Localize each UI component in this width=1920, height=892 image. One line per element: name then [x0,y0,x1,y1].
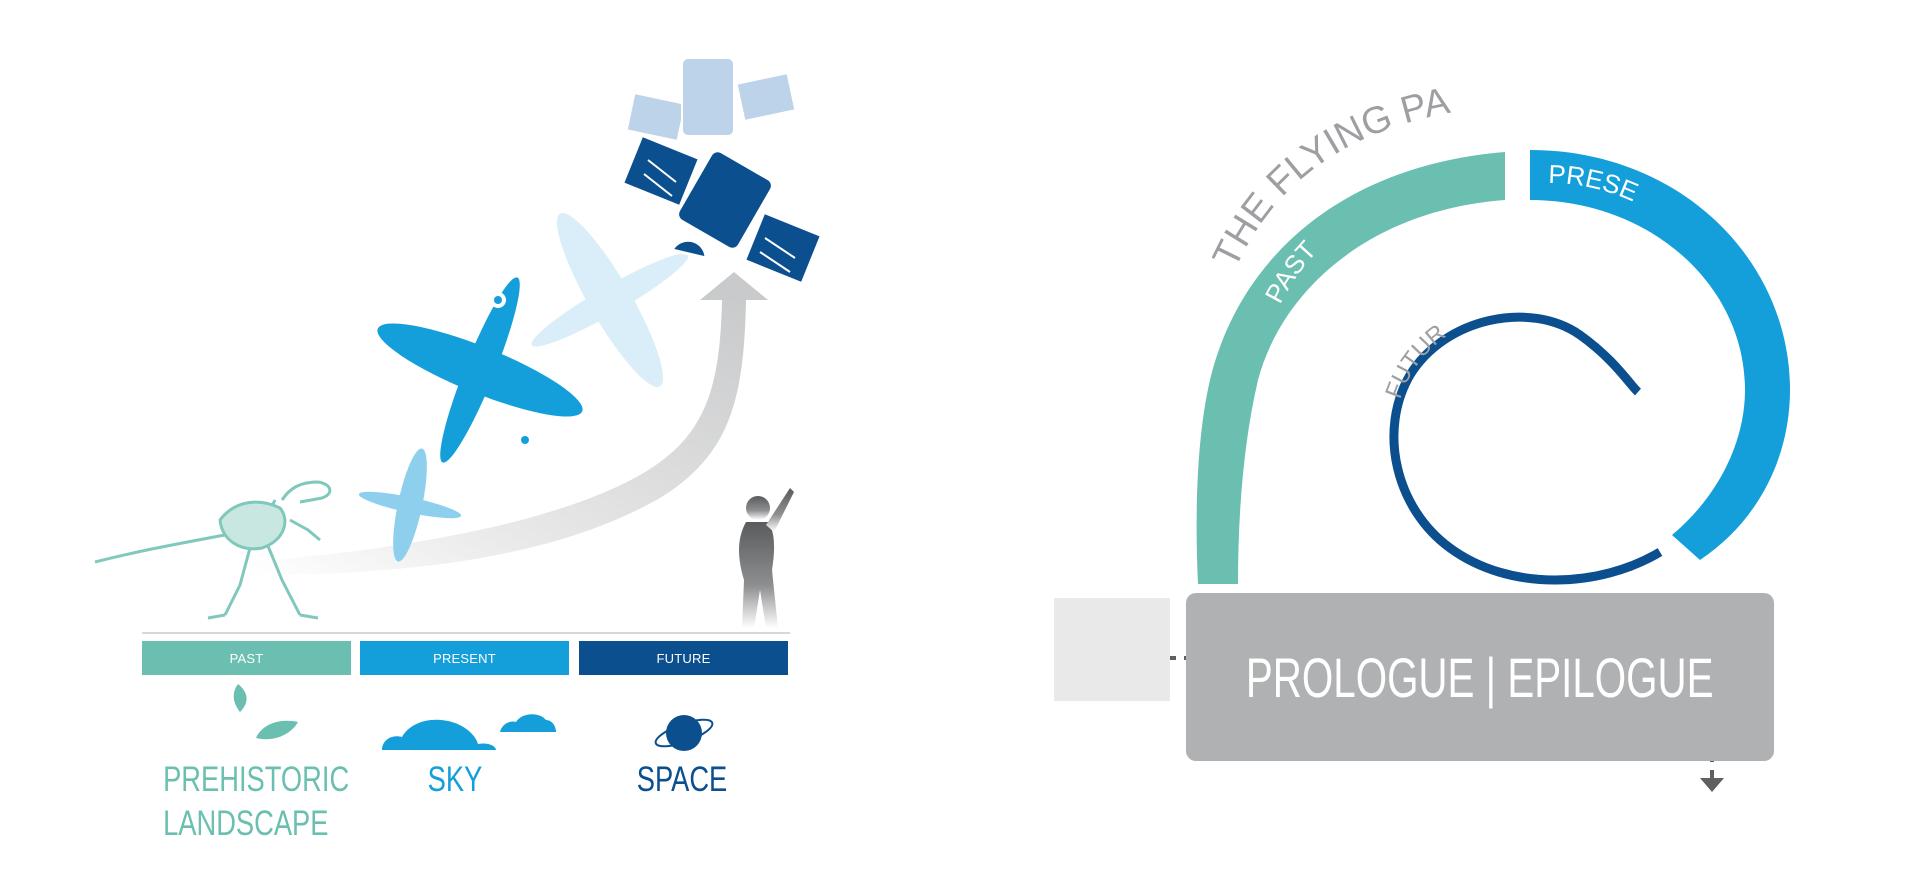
theme-prehistoric-landscape: PREHISTORIC LANDSCAPE [163,758,350,846]
leaves-icon [233,684,298,740]
person-silhouette-icon [739,488,794,628]
planet-icon [654,715,714,751]
growth-arrow [250,300,746,575]
present-arc [1530,150,1790,560]
growth-arrow-head [700,272,768,300]
timeline-bar-present: PRESENT [360,641,569,675]
theme-label-line1: PREHISTORIC [163,760,350,799]
timeline-bar-future: FUTURE [579,641,788,675]
prologue-epilogue-label: PROLOGUE | EPILOGUE [1246,645,1714,709]
theme-label-line1: SKY [427,760,483,799]
dinosaur-skeleton-icon [94,480,332,620]
prologue-epilogue-box: PROLOGUE | EPILOGUE [1186,593,1774,761]
timeline-bar-past: PAST [142,641,351,675]
past-arc [1196,152,1505,584]
satellite-faded-icon [625,57,797,143]
satellite-icon [620,133,824,286]
clouds-icon [382,714,556,750]
future-spiral [1389,312,1663,585]
theme-label-line1: SPACE [636,760,728,799]
entry-box [1054,598,1170,701]
theme-label-line2: LANDSCAPE [163,804,329,843]
theme-sky: SKY [397,758,514,802]
theme-space: SPACE [624,758,741,802]
